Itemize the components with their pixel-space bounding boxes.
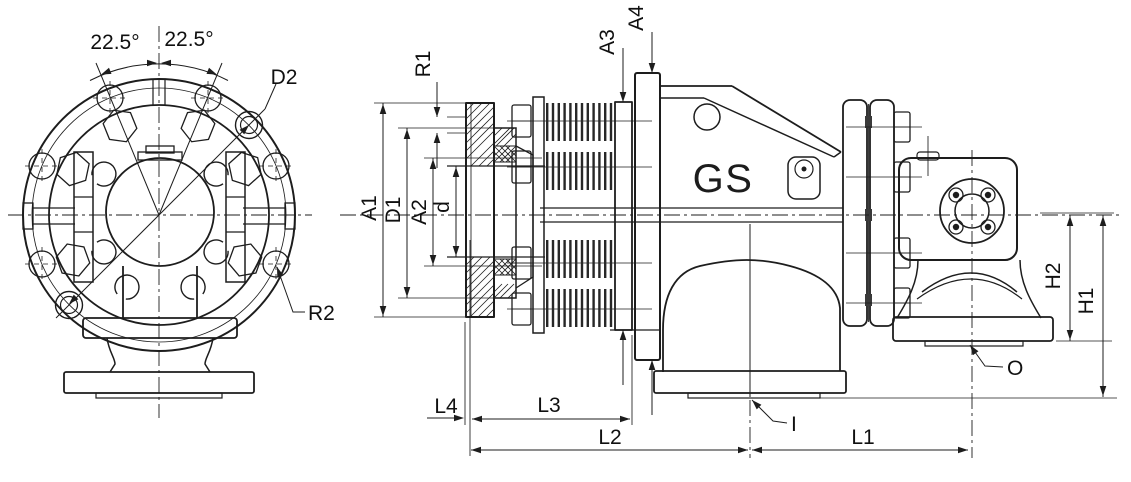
- dimension-r1: R1: [412, 51, 441, 168]
- brand-logo: GS: [693, 157, 754, 201]
- packing-knurl: [493, 145, 517, 276]
- dim-label-r1: R1: [412, 51, 435, 78]
- dim-label-d: d: [431, 201, 454, 213]
- dim-label-a3: A3: [596, 29, 619, 55]
- dim-label-d1: D1: [382, 197, 405, 224]
- outlet-flange: [892, 316, 1054, 342]
- spring-bellows: [546, 101, 660, 331]
- dim-label-a2: A2: [408, 199, 431, 225]
- packing-gland: [507, 96, 652, 334]
- angle-label-left: 22.5°: [90, 31, 139, 54]
- dimension-l2: L2: [471, 426, 748, 454]
- dimension-l1: L1: [752, 426, 968, 454]
- dim-label-h2: H2: [1042, 263, 1065, 290]
- r2-callout: R2: [273, 265, 335, 325]
- dimension-a2: A2: [408, 157, 542, 267]
- side-clamp-plates: [73, 151, 246, 283]
- bearing-pedestal: [892, 157, 1054, 347]
- casing: GS: [634, 72, 847, 399]
- dimension-l4: L4: [427, 240, 471, 456]
- pedestal-bolt-holes: [948, 187, 996, 235]
- dimension-d: d: [431, 165, 545, 258]
- dim-label-l4: L4: [434, 395, 458, 418]
- oiler-fitting: [787, 156, 821, 200]
- lifting-hole: [693, 103, 721, 131]
- side-centerlines: [340, 150, 1120, 458]
- dimension-h1: H1: [1075, 215, 1107, 397]
- dimension-l3: L3: [472, 335, 633, 425]
- dimension-a4: A4: [625, 5, 656, 415]
- angle-label-right: 22.5°: [164, 28, 213, 51]
- inlet-branch: [662, 259, 841, 372]
- callout-d2: D2: [271, 66, 298, 89]
- port-label-inlet: I: [791, 413, 797, 436]
- pump-shaft: [540, 207, 843, 223]
- coupling-flange: [842, 99, 940, 327]
- front-view: 22.5° 22.5° D2 R2: [8, 26, 335, 418]
- inlet-callout: I: [749, 397, 797, 436]
- outlet-callout: O: [967, 343, 1023, 380]
- port-label-outlet: O: [1007, 357, 1023, 380]
- callout-r2: R2: [308, 302, 335, 325]
- dim-label-h1: H1: [1075, 288, 1098, 315]
- front-centerlines: [8, 26, 312, 418]
- angle-dimension: 22.5° 22.5°: [89, 28, 229, 216]
- dim-label-l2: L2: [598, 426, 621, 449]
- dim-label-a4: A4: [625, 5, 648, 31]
- d2-callout: D2: [55, 66, 298, 319]
- side-port-stubs: [22, 202, 296, 230]
- dimension-d1: D1: [382, 127, 494, 299]
- inlet-flange-section: [447, 102, 534, 318]
- vent-plug: [916, 136, 940, 176]
- dimension-a1: A1: [358, 102, 466, 318]
- valve-ball-hub: [105, 145, 215, 319]
- side-view: GS: [340, 5, 1120, 458]
- dimension-a3: A3: [596, 29, 627, 385]
- dim-label-l1: L1: [851, 426, 874, 449]
- flange-hatching: [465, 102, 517, 318]
- dim-label-a1: A1: [358, 195, 381, 221]
- dim-label-l3: L3: [537, 394, 560, 417]
